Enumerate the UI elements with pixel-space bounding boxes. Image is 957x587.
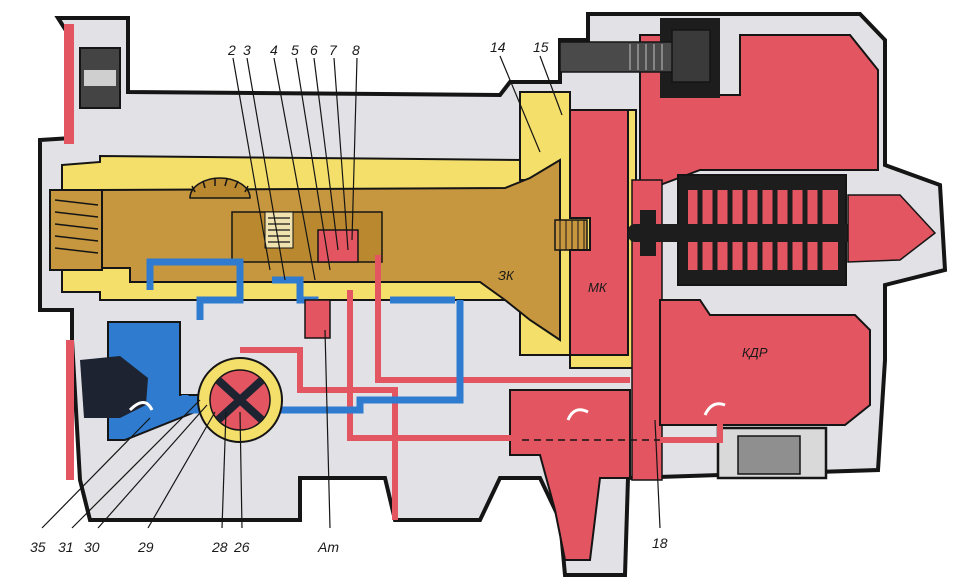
label-3: 3	[243, 42, 251, 58]
red-flow-arrow-right	[703, 402, 726, 416]
label-5: 5	[291, 42, 299, 58]
gear-teeth	[191, 178, 249, 193]
screw-thread-lines	[559, 220, 585, 250]
red-valve-block	[304, 299, 331, 339]
kdr-chamber	[659, 299, 871, 426]
leader-lines	[41, 55, 661, 529]
label-18: 18	[652, 535, 668, 551]
plunger-rod-head	[640, 210, 656, 256]
label-at: Ат	[317, 539, 339, 555]
label-29: 29	[137, 539, 154, 555]
label-15: 15	[533, 39, 549, 55]
bottom-right-plug-insert	[737, 435, 801, 475]
label-35: 35	[30, 539, 46, 555]
red-right-nose	[847, 194, 937, 263]
left-flange-lower-strip	[66, 340, 74, 480]
rotary-valve-cross-icon	[215, 377, 265, 423]
drain-plug	[80, 356, 148, 418]
top-left-socket-insert	[84, 70, 116, 86]
left-end-spring-housing	[49, 189, 103, 271]
label-6: 6	[310, 42, 318, 58]
label-14: 14	[490, 39, 506, 55]
label-31: 31	[58, 539, 74, 555]
top-bolt-thread	[629, 44, 663, 70]
label-4: 4	[270, 42, 278, 58]
plunger-rod	[628, 224, 880, 242]
top-bolt-nut	[671, 29, 711, 83]
label-7: 7	[329, 42, 338, 58]
top-bolt-shaft	[559, 41, 681, 73]
label-8: 8	[352, 42, 360, 58]
mk-chamber	[569, 109, 629, 356]
zone-kdr: КДР	[742, 345, 768, 360]
blue-flow-arrow	[128, 401, 154, 412]
red-thin-channels	[240, 255, 723, 520]
red-flow-arrow-left	[566, 408, 589, 421]
left-end-spring	[54, 199, 99, 254]
label-30: 30	[84, 539, 100, 555]
zone-mk: МК	[588, 280, 608, 295]
left-flange-strip	[64, 24, 74, 144]
label-2: 2	[227, 42, 236, 58]
red-lower-passage	[509, 389, 631, 561]
label-26: 26	[233, 539, 250, 555]
zone-zk: ЗК	[498, 268, 515, 283]
label-28: 28	[211, 539, 228, 555]
